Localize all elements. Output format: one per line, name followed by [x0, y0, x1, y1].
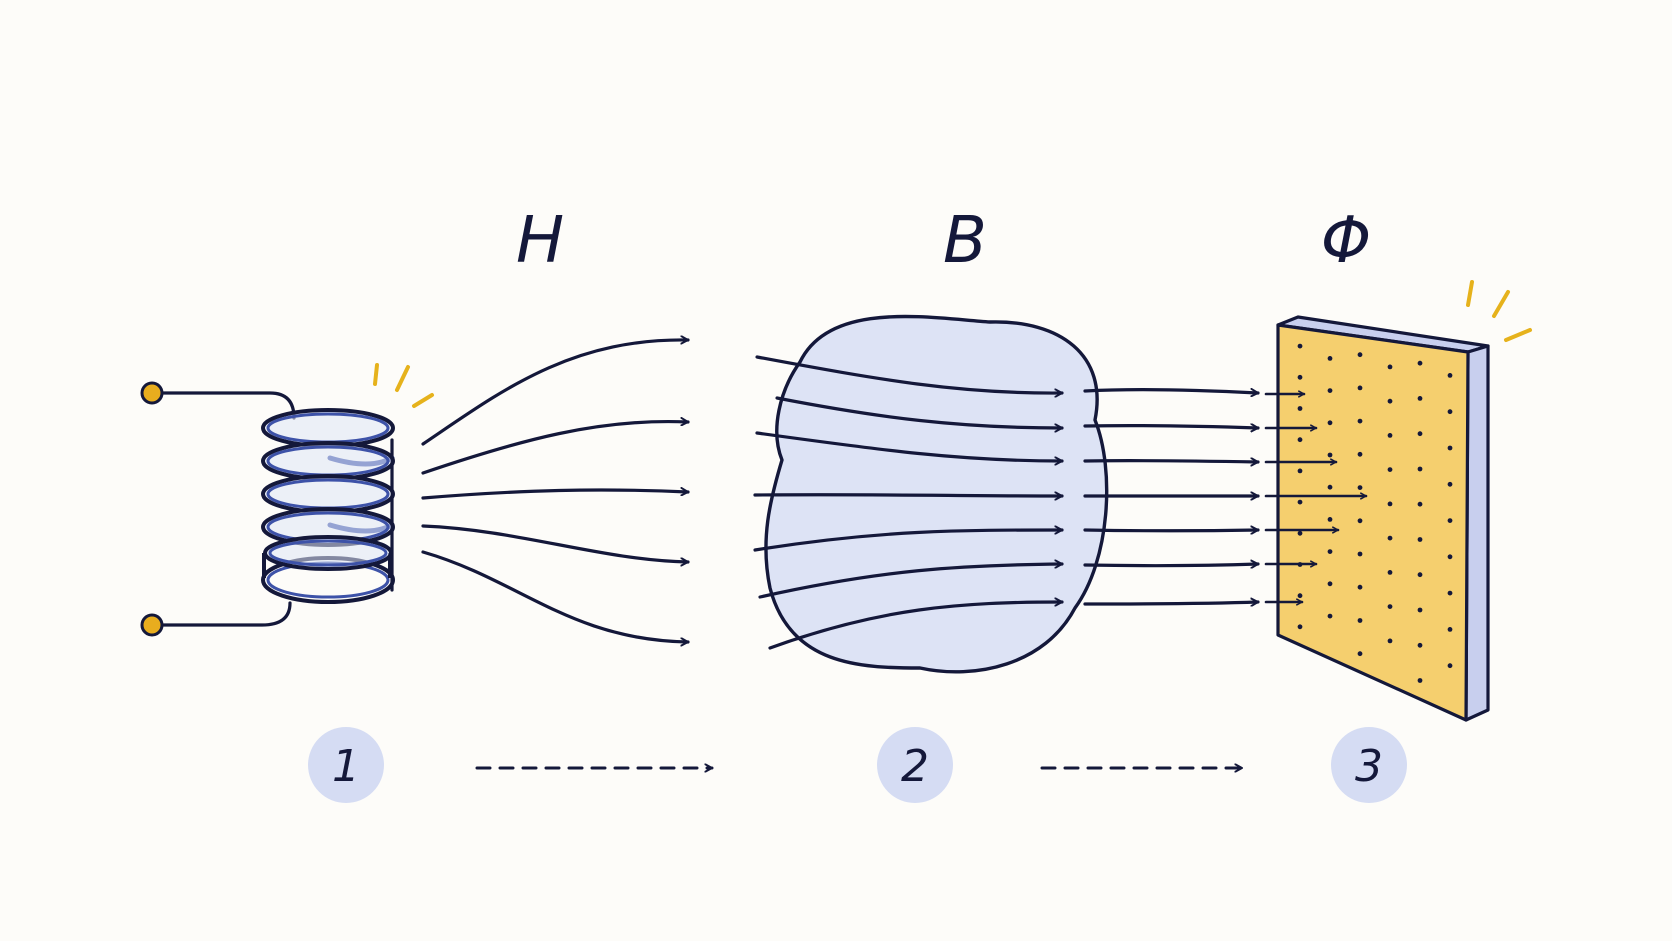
b-field-arrow	[768, 602, 1064, 650]
step-badge-1: 1	[308, 727, 384, 803]
terminal-top	[140, 381, 164, 405]
texture-dot	[1327, 452, 1333, 458]
texture-dot	[1297, 624, 1303, 630]
flux-arrow	[1083, 387, 1260, 393]
h-field-arrow	[421, 550, 690, 642]
solenoid-coil-icon	[140, 381, 395, 637]
step-badge-3: 3	[1331, 727, 1407, 803]
b-field-arrow	[775, 396, 1064, 428]
texture-dot	[1417, 466, 1423, 472]
texture-dot	[1447, 663, 1453, 669]
texture-dot	[1387, 398, 1393, 404]
texture-dot	[1297, 499, 1303, 505]
texture-dot	[1417, 537, 1423, 542]
texture-dot	[1417, 360, 1423, 366]
b-field-arrow	[755, 355, 1064, 393]
texture-dot	[1297, 468, 1303, 474]
texture-dot	[1447, 554, 1453, 560]
texture-dot	[1357, 651, 1363, 657]
h-field-arrow	[421, 340, 690, 446]
texture-dot	[1387, 638, 1393, 644]
texture-dot	[1447, 409, 1453, 415]
coil-spark-icon	[373, 363, 434, 408]
texture-dot	[1387, 604, 1393, 609]
texture-dot	[1297, 530, 1303, 536]
texture-dot	[1387, 364, 1393, 370]
b-field-label: B	[943, 204, 987, 278]
plate-spark-icon	[1466, 280, 1532, 342]
texture-dot	[1297, 406, 1303, 411]
texture-dot	[1327, 517, 1333, 522]
texture-dot	[1297, 593, 1303, 599]
texture-dot	[1357, 518, 1363, 524]
b-field-arrow	[758, 564, 1064, 599]
texture-dot	[1327, 356, 1333, 361]
texture-dot	[1447, 518, 1453, 523]
texture-dot	[1327, 484, 1333, 490]
texture-dot	[1297, 343, 1303, 349]
h-field-arrow	[421, 524, 690, 562]
texture-dot	[1447, 373, 1453, 378]
texture-dot	[1357, 485, 1363, 490]
flux-arrow	[1083, 602, 1260, 604]
texture-dot	[1387, 467, 1393, 472]
h-field-lines	[421, 340, 690, 642]
texture-dot	[1357, 551, 1363, 557]
texture-dot	[1387, 501, 1393, 507]
texture-dot	[1327, 388, 1333, 393]
texture-dot	[1327, 581, 1333, 587]
flux-arrow	[1083, 564, 1260, 566]
texture-dot	[1327, 420, 1333, 426]
texture-dot	[1417, 678, 1423, 683]
texture-dot	[1417, 501, 1423, 507]
texture-dot	[1387, 535, 1393, 541]
texture-dot	[1357, 584, 1363, 590]
h-field-label: H	[516, 204, 564, 278]
texture-dot	[1297, 374, 1303, 380]
phi-flux-label: Φ	[1321, 204, 1371, 278]
step-number: 2	[901, 741, 929, 792]
b-field-arrow	[753, 530, 1064, 552]
texture-dot	[1387, 433, 1393, 438]
texture-dot	[1447, 590, 1453, 596]
b-field-lines	[753, 355, 1064, 650]
terminal-bottom	[140, 613, 164, 637]
flux-transfer-lines	[1083, 387, 1260, 604]
flux-penetration-lines	[1264, 394, 1368, 602]
texture-dot	[1447, 481, 1453, 487]
texture-dot	[1357, 451, 1363, 457]
step-number: 3	[1355, 741, 1383, 792]
texture-dot	[1327, 613, 1333, 619]
b-field-arrow	[753, 495, 1064, 496]
texture-dot	[1417, 572, 1423, 578]
h-field-arrow	[421, 422, 690, 475]
step-number: 1	[332, 741, 360, 792]
texture-dot	[1297, 437, 1303, 443]
flux-surface-plate	[1276, 315, 1490, 722]
step-badge-2: 2	[877, 727, 953, 803]
flux-arrow	[1083, 461, 1260, 462]
texture-dot	[1447, 445, 1453, 451]
texture-dot	[1387, 570, 1393, 575]
texture-dot	[1417, 607, 1423, 613]
plate-texture-dots	[1297, 343, 1453, 683]
texture-dot	[1417, 431, 1423, 437]
b-field-arrow	[755, 431, 1064, 461]
texture-dot	[1417, 396, 1423, 401]
texture-dot	[1357, 352, 1363, 358]
flux-arrow	[1083, 426, 1260, 428]
h-field-arrow	[421, 490, 690, 500]
texture-dot	[1357, 418, 1363, 424]
texture-dot	[1447, 627, 1453, 632]
texture-dot	[1327, 549, 1333, 554]
texture-dot	[1417, 642, 1423, 648]
texture-dot	[1357, 385, 1363, 391]
texture-dot	[1357, 618, 1363, 623]
flux-arrow	[1083, 530, 1260, 531]
